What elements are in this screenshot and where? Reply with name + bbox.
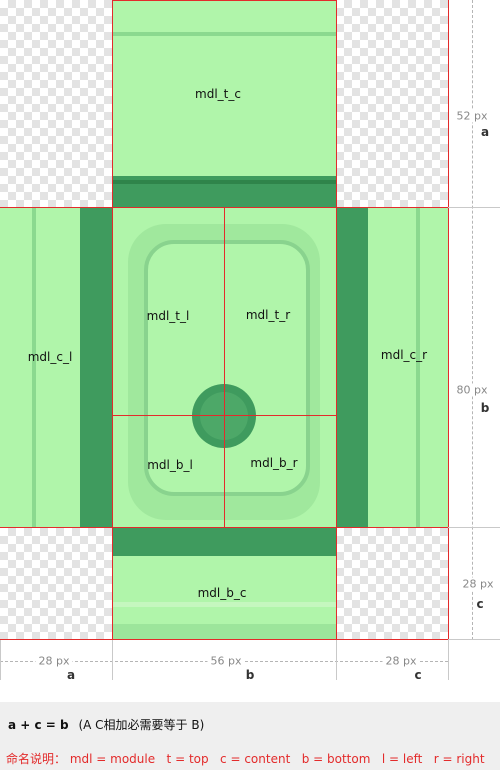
transparent-top-right: [336, 0, 448, 208]
notes-panel: a + c = b (A C相加必需要等于 B) 命名说明： mdl = mod…: [0, 702, 500, 770]
transparent-bottom-right: [336, 528, 448, 640]
tile-top-center-border-highlight: [112, 180, 336, 184]
grid-line-col-2: [336, 0, 337, 640]
grid-line-col-3: [448, 0, 449, 640]
label-bottom-center: mdl_b_c: [197, 586, 247, 600]
dim-tick-right-3: [448, 639, 500, 640]
tile-center-right-line: [416, 208, 420, 528]
dim-col-2-letter: b: [245, 668, 255, 682]
formula-row: a + c = b (A C相加必需要等于 B): [8, 716, 204, 733]
tile-bottom-center-line: [112, 602, 336, 607]
dim-tick-right-2: [448, 527, 500, 528]
dim-row-3-letter: c: [476, 597, 484, 611]
dim-col-3-letter: c: [414, 668, 422, 682]
label-center-left: mdl_c_l: [27, 350, 73, 364]
dim-row-2-letter: b: [480, 401, 490, 415]
label-center-right: mdl_c_r: [380, 348, 428, 362]
tile-center-right: [336, 208, 448, 528]
transparent-bottom-left: [0, 528, 112, 640]
dim-tick-bottom-2: [336, 640, 337, 680]
dim-guide-right: [472, 0, 473, 640]
tile-bottom-center: [112, 528, 336, 640]
formula-text: a + c = b: [8, 718, 69, 732]
grid-line-row-1: [0, 207, 448, 208]
dim-col-3-size: 28 px: [382, 654, 420, 668]
dim-col-2-size: 56 px: [207, 654, 245, 668]
dim-col-1-letter: a: [66, 668, 76, 682]
grid-line-center-vertical: [224, 208, 225, 528]
label-top-center: mdl_t_c: [195, 87, 241, 101]
label-top-left: mdl_t_l: [146, 309, 190, 323]
grid-line-top-edge: [112, 0, 336, 1]
grid-line-row-3: [0, 639, 448, 640]
label-bottom-right: mdl_b_r: [250, 456, 298, 470]
tile-bottom-center-border: [112, 528, 336, 556]
dim-row-1-letter: a: [480, 125, 490, 139]
tile-bottom-center-bottom-band: [112, 624, 336, 640]
dim-col-1-size: 28 px: [35, 654, 73, 668]
dim-row-1-size: 52 px: [455, 109, 489, 123]
tile-center-left-border: [80, 208, 112, 528]
label-top-right: mdl_t_r: [245, 308, 291, 322]
tile-top-center: [112, 0, 336, 208]
dim-tick-bottom-3: [448, 640, 449, 680]
dim-row-3-size: 28 px: [461, 577, 495, 591]
grid-line-col-1: [112, 0, 113, 640]
tile-top-center-line: [112, 32, 336, 36]
dim-row-2-size: 80 px: [455, 383, 489, 397]
naming-legend: 命名说明： mdl = module t = top c = content b…: [6, 752, 485, 766]
tile-center-right-border: [336, 208, 368, 528]
label-bottom-left: mdl_b_l: [147, 458, 193, 472]
dim-tick-right-1: [448, 207, 500, 208]
tile-center-left: [0, 208, 112, 528]
dim-tick-bottom-0: [0, 640, 1, 680]
tile-center-left-line: [32, 208, 36, 528]
transparent-top-left: [0, 0, 112, 208]
formula-note: (A C相加必需要等于 B): [78, 718, 205, 732]
grid-line-center-horizontal: [112, 415, 336, 416]
center-module-inner-border: [144, 240, 310, 496]
dim-tick-bottom-1: [112, 640, 113, 680]
